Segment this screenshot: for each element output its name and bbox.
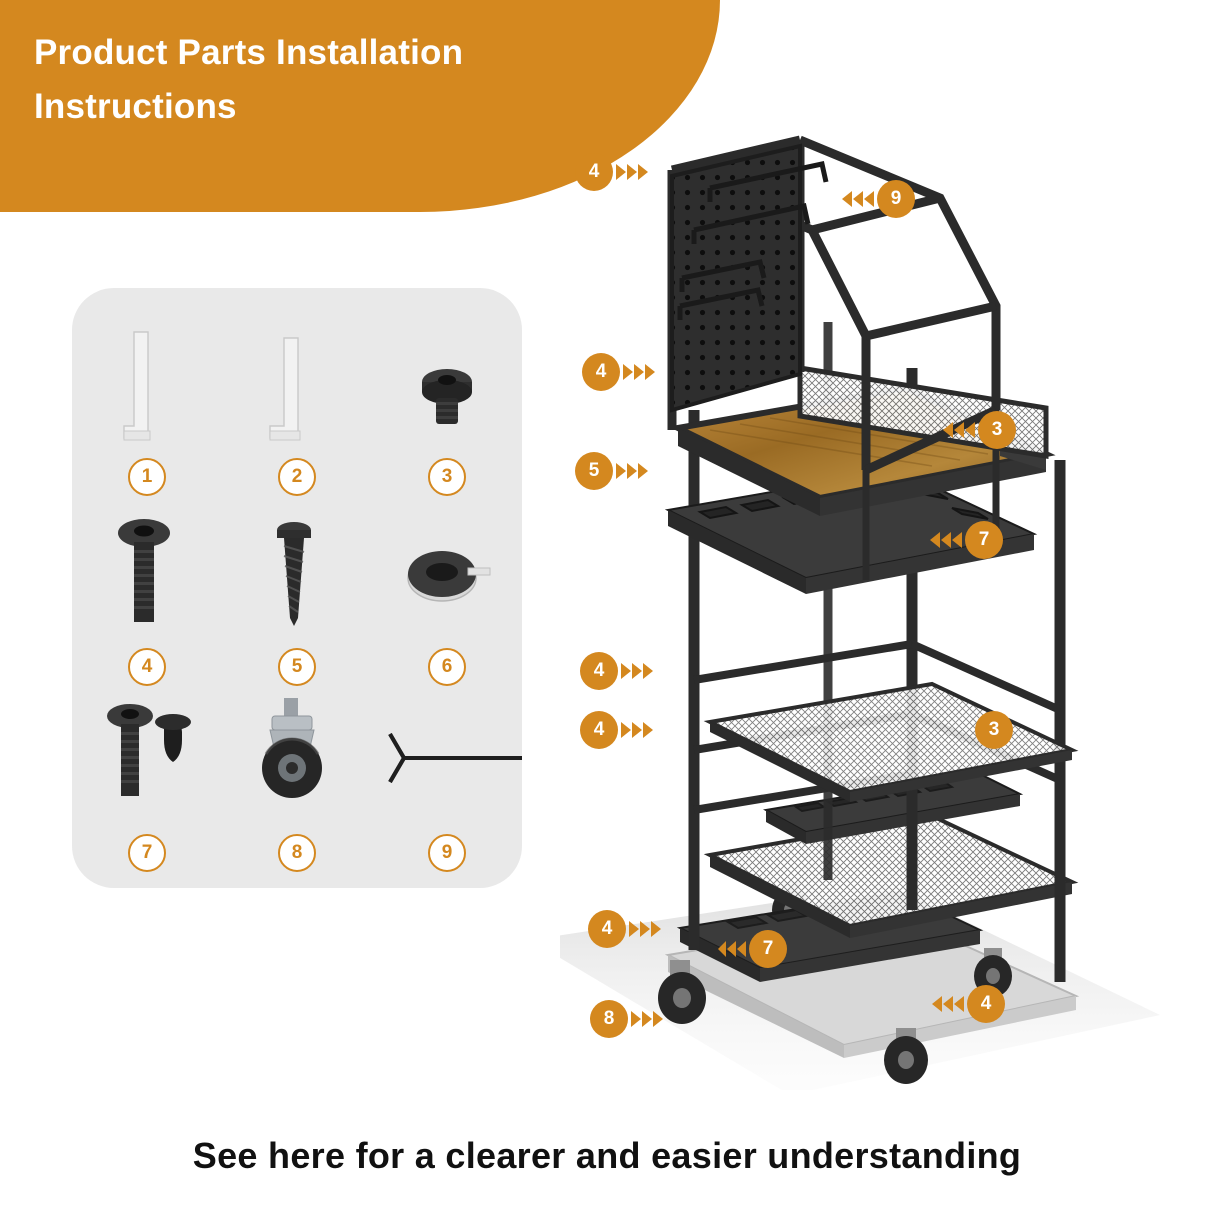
arrow-right-icon — [621, 720, 655, 740]
screw-and-cap-icon — [72, 686, 222, 831]
arrow-right-icon — [623, 362, 657, 382]
callout-4-lower-left: 4 — [588, 910, 663, 948]
callout-badge: 3 — [978, 411, 1016, 449]
arrow-left-icon — [930, 994, 964, 1014]
callout-badge: 4 — [582, 353, 620, 391]
callout-badge: 9 — [877, 180, 915, 218]
callout-badge: 4 — [575, 153, 613, 191]
part-badge-4: 4 — [128, 648, 166, 686]
callout-4-top-left: 4 — [575, 153, 650, 191]
callout-4-bottom-right: 4 — [930, 985, 1005, 1023]
footer-caption: See here for a clearer and easier unders… — [192, 1135, 1022, 1176]
callout-badge: 4 — [967, 985, 1005, 1023]
callout-badge: 4 — [580, 711, 618, 749]
caster-wheel-icon — [222, 686, 372, 831]
pegboard-hooks — [677, 161, 829, 320]
arrow-left-icon — [941, 420, 975, 440]
middle-mesh-shelf — [703, 681, 1079, 802]
caster-front-right — [884, 1028, 928, 1084]
part-item-4: 4 — [72, 500, 222, 700]
hook-rod-icon — [372, 686, 522, 831]
part-badge-7: 7 — [128, 834, 166, 872]
callout-3-upper-right: 3 — [941, 411, 1016, 449]
part-badge-8: 8 — [278, 834, 316, 872]
part-badge-5: 5 — [278, 648, 316, 686]
wood-screw-icon — [222, 500, 372, 645]
callout-badge: 3 — [975, 711, 1013, 749]
callout-3-mid-right: 3 — [975, 711, 1013, 749]
part-item-1: 1 — [72, 310, 222, 510]
part-item-8: 8 — [222, 686, 372, 886]
part-badge-1: 1 — [128, 458, 166, 496]
callout-8-caster: 8 — [590, 1000, 665, 1038]
arrow-right-icon — [621, 661, 655, 681]
callout-badge: 8 — [590, 1000, 628, 1038]
part-badge-9: 9 — [428, 834, 466, 872]
callout-badge: 5 — [575, 452, 613, 490]
arrow-left-icon — [840, 189, 874, 209]
arrow-left-icon — [928, 530, 962, 550]
arrow-left-icon — [718, 939, 746, 959]
machine-screw-icon — [72, 500, 222, 645]
part-item-2: 2 — [222, 310, 372, 510]
caster-back-right — [974, 948, 1012, 997]
arrow-right-icon — [616, 461, 650, 481]
callout-badge: 7 — [749, 930, 787, 968]
part-badge-6: 6 — [428, 648, 466, 686]
part-badge-3: 3 — [428, 458, 466, 496]
callout-9-top-right: 9 — [840, 180, 915, 218]
part-item-5: 5 — [222, 500, 372, 700]
callout-badge: 4 — [588, 910, 626, 948]
part-item-6: 6 — [372, 500, 522, 700]
arrow-right-icon — [629, 919, 663, 939]
callout-4-mid-left: 4 — [580, 652, 655, 690]
part-item-7: 7 — [72, 686, 222, 886]
washer-icon — [372, 500, 522, 645]
callout-badge: 7 — [965, 521, 1003, 559]
hex-bolt-icon — [372, 310, 522, 455]
part-item-9: 9 — [372, 686, 522, 886]
arrow-right-icon — [631, 1009, 665, 1029]
callout-4-mid-left-2: 4 — [580, 711, 655, 749]
caster-front-left — [658, 960, 706, 1024]
page-title: Product Parts Installation Instructions — [34, 33, 464, 127]
part-badge-2: 2 — [278, 458, 316, 496]
lower-mesh-shelf — [703, 813, 1079, 938]
allen-key-icon — [72, 310, 222, 455]
callout-7-rack-right: 7 — [928, 521, 1003, 559]
header-banner: Product Parts Installation Instructions — [0, 0, 720, 212]
part-item-3: 3 — [372, 310, 522, 510]
allen-key-long-icon — [222, 310, 372, 455]
callout-4-upper-left: 4 — [582, 353, 657, 391]
callout-badge: 4 — [580, 652, 618, 690]
callout-5-shelf-left: 5 — [575, 452, 650, 490]
parts-list-panel: 1 2 3 — [72, 288, 522, 888]
arrow-right-icon — [616, 162, 650, 182]
callout-7-bottom-rack: 7 — [718, 930, 787, 968]
product-illustration — [530, 110, 1180, 1095]
